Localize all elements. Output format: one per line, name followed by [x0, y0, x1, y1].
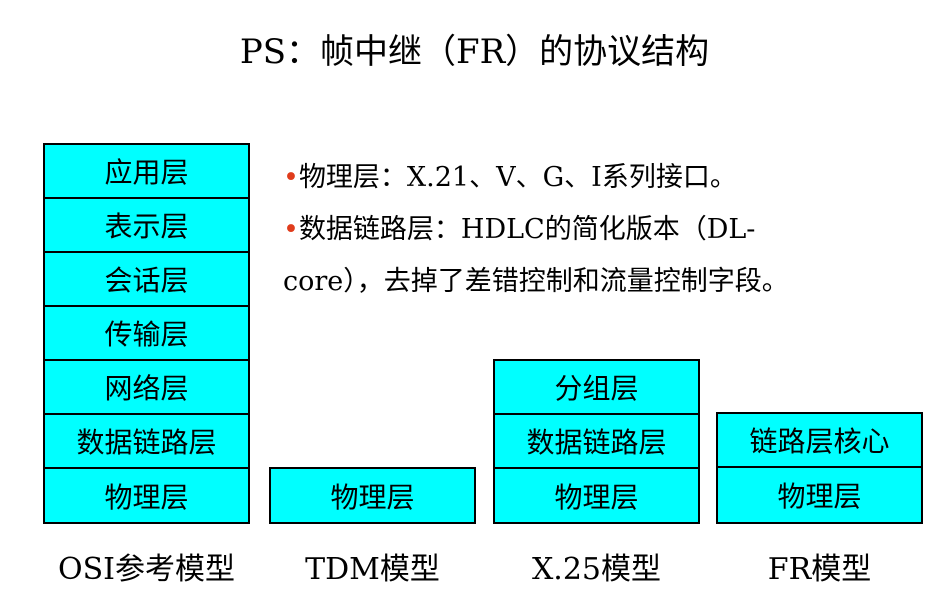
- note-text: 数据链路层：HDLC的简化版本（DL-: [298, 214, 756, 245]
- fr-caption: FR模型: [767, 552, 872, 587]
- x25-layer-datalink: 数据链路层: [493, 413, 700, 469]
- bullet-icon: •: [283, 214, 299, 245]
- page-title: PS：帧中继（FR）的协议结构: [239, 32, 710, 72]
- tdm-caption: TDM模型: [305, 552, 440, 587]
- osi-layer-physical: 物理层: [43, 467, 250, 524]
- x25-layer-packet: 分组层: [493, 359, 700, 415]
- note-line-3: core），去掉了差错控制和流量控制字段。: [283, 256, 923, 308]
- osi-layer-application: 应用层: [43, 143, 250, 199]
- bullet-icon: •: [283, 162, 299, 193]
- note-text: 物理层：X.21、V、G、I系列接口。: [298, 162, 737, 193]
- osi-stack: 应用层 表示层 会话层 传输层 网络层 数据链路层 物理层: [43, 143, 250, 524]
- x25-caption: X.25模型: [531, 552, 662, 587]
- note-line-1: •物理层：X.21、V、G、I系列接口。: [283, 152, 923, 204]
- notes-block: •物理层：X.21、V、G、I系列接口。 •数据链路层：HDLC的简化版本（DL…: [283, 152, 923, 308]
- osi-layer-session: 会话层: [43, 251, 250, 307]
- osi-caption: OSI参考模型: [58, 552, 235, 587]
- x25-stack: 分组层 数据链路层 物理层: [493, 359, 700, 524]
- tdm-stack: 物理层: [269, 467, 476, 524]
- osi-layer-network: 网络层: [43, 359, 250, 415]
- osi-layer-presentation: 表示层: [43, 197, 250, 253]
- tdm-layer-physical: 物理层: [269, 467, 476, 524]
- note-line-2: •数据链路层：HDLC的简化版本（DL-: [283, 204, 923, 256]
- note-text: core），去掉了差错控制和流量控制字段。: [283, 266, 789, 297]
- fr-layer-link-core: 链路层核心: [716, 412, 923, 468]
- fr-stack: 链路层核心 物理层: [716, 412, 923, 524]
- osi-layer-datalink: 数据链路层: [43, 413, 250, 469]
- x25-layer-physical: 物理层: [493, 467, 700, 524]
- osi-layer-transport: 传输层: [43, 305, 250, 361]
- fr-layer-physical: 物理层: [716, 466, 923, 524]
